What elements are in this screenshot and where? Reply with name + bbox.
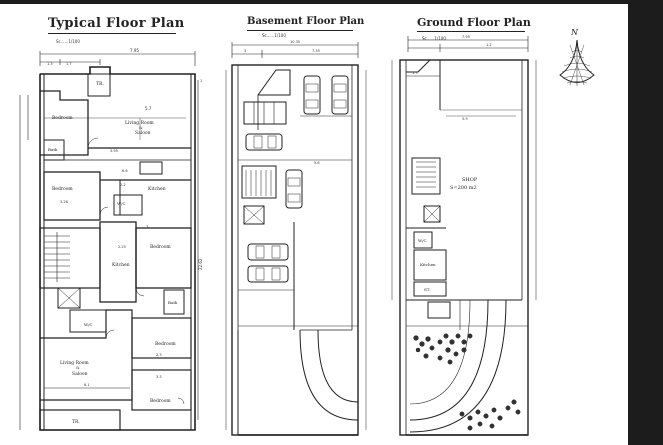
title-underline <box>417 31 525 32</box>
room-label-bedroom-1: Bedroom <box>52 115 73 121</box>
room-label-living-bot-2: & <box>76 365 80 370</box>
typical-floor-plan <box>19 51 199 431</box>
title-underline <box>247 30 353 31</box>
dimension-label: 6.1 <box>84 383 90 387</box>
dimension-label: 3.26 <box>60 200 68 204</box>
room-label-shop: SHOP <box>462 177 478 183</box>
dimension-label: 3.95 <box>110 149 118 153</box>
dimension-label: 2.2 <box>120 183 126 187</box>
parked-car <box>303 75 321 115</box>
frame-top-border <box>0 0 663 4</box>
room-label-storage: ST. <box>424 287 430 292</box>
dimension-label: 1.2 <box>486 43 492 47</box>
ground-floor-plan <box>391 36 537 436</box>
dimension-label: 1.7 <box>412 71 418 75</box>
room-label-living-bot-1: Living Room <box>60 360 89 366</box>
room-label-bath-2: Bath <box>168 300 178 305</box>
room-label-bedroom-3: Bedroom <box>150 244 171 250</box>
dimension-label: 3 <box>244 49 246 53</box>
parked-car <box>285 169 303 209</box>
room-label-living-top-3: Saloon <box>135 130 151 136</box>
dimension-label: 1.3 <box>47 62 53 66</box>
typical-floor-plan-labels: TR. Living Room & Saloon Bedroom Bath Be… <box>47 48 203 425</box>
dimension-label: 5.9 <box>462 117 468 121</box>
basement-floor-plan-labels: 10.35 7.35 5.6 3 <box>244 40 320 165</box>
room-label-tr-top: TR. <box>96 81 104 87</box>
room-label-wc: W/C <box>418 238 427 243</box>
dimension-label: 5.6 <box>314 161 320 165</box>
north-compass: N <box>559 28 595 86</box>
title-basement-floor-plan: Basement Floor Plan <box>247 16 365 27</box>
room-label-living-top-2: & <box>139 125 143 130</box>
room-label-wc-1: W/C <box>117 201 126 206</box>
dimension-label: 22.62 <box>198 258 203 270</box>
room-label-kitchen-2: Kitchen <box>112 262 130 268</box>
dimension-label: 5.7 <box>145 106 152 111</box>
dimension-label: 10.35 <box>290 40 300 44</box>
frame-right-border <box>628 0 663 445</box>
room-label-bath: Bath <box>48 147 58 152</box>
dimension-label: 1.7 <box>66 62 72 66</box>
title-ground-floor-plan: Ground Floor Plan <box>417 16 531 29</box>
parked-car <box>331 75 349 115</box>
room-label-bedroom-5: Bedroom <box>150 398 171 404</box>
parked-car <box>245 133 283 151</box>
dimension-label: 7.35 <box>312 49 320 53</box>
room-label-tr-bottom: TR. <box>72 419 80 425</box>
dimension-label: 3.3 <box>156 375 162 379</box>
dimension-label: 2.25 <box>118 245 126 249</box>
parked-car <box>247 265 289 283</box>
title-typical-floor-plan: Typical Floor Plan <box>48 16 185 31</box>
room-label-wc-2: W/C <box>84 322 93 327</box>
dimension-label: 2.3 <box>156 353 162 357</box>
dimension-label: 7.95 <box>462 35 470 39</box>
landscape-shrubs <box>413 333 521 431</box>
room-label-living-bot-3: Saloon <box>72 371 88 377</box>
room-label-shop-area: S=200 m2 <box>450 185 477 191</box>
room-label-kitchen: Kitchen <box>420 262 436 267</box>
ground-floor-plan-labels: SHOP S=200 m2 W/C Kitchen ST. 7.95 5.9 1… <box>412 35 492 292</box>
dimension-label: 7.95 <box>130 48 139 53</box>
room-label-living-top-1: Living Room <box>125 120 154 126</box>
room-label-bedroom-2: Bedroom <box>52 186 73 192</box>
scale-typical: Sc......1/100 <box>56 39 80 44</box>
title-underline <box>48 33 176 34</box>
dimension-label: 1 <box>200 79 202 83</box>
scale-basement: Sc......1/100 <box>262 33 286 38</box>
scale-ground: Sc......1/100 <box>422 36 446 41</box>
basement-floor-plan <box>225 42 367 436</box>
dimension-label: 3 <box>146 225 148 229</box>
dimension-label: 6.6 <box>122 169 128 173</box>
room-label-kitchen-1: Kitchen <box>148 186 166 192</box>
room-label-bedroom-4: Bedroom <box>155 341 176 347</box>
parked-car <box>247 243 289 261</box>
compass-north-label: N <box>570 28 579 37</box>
